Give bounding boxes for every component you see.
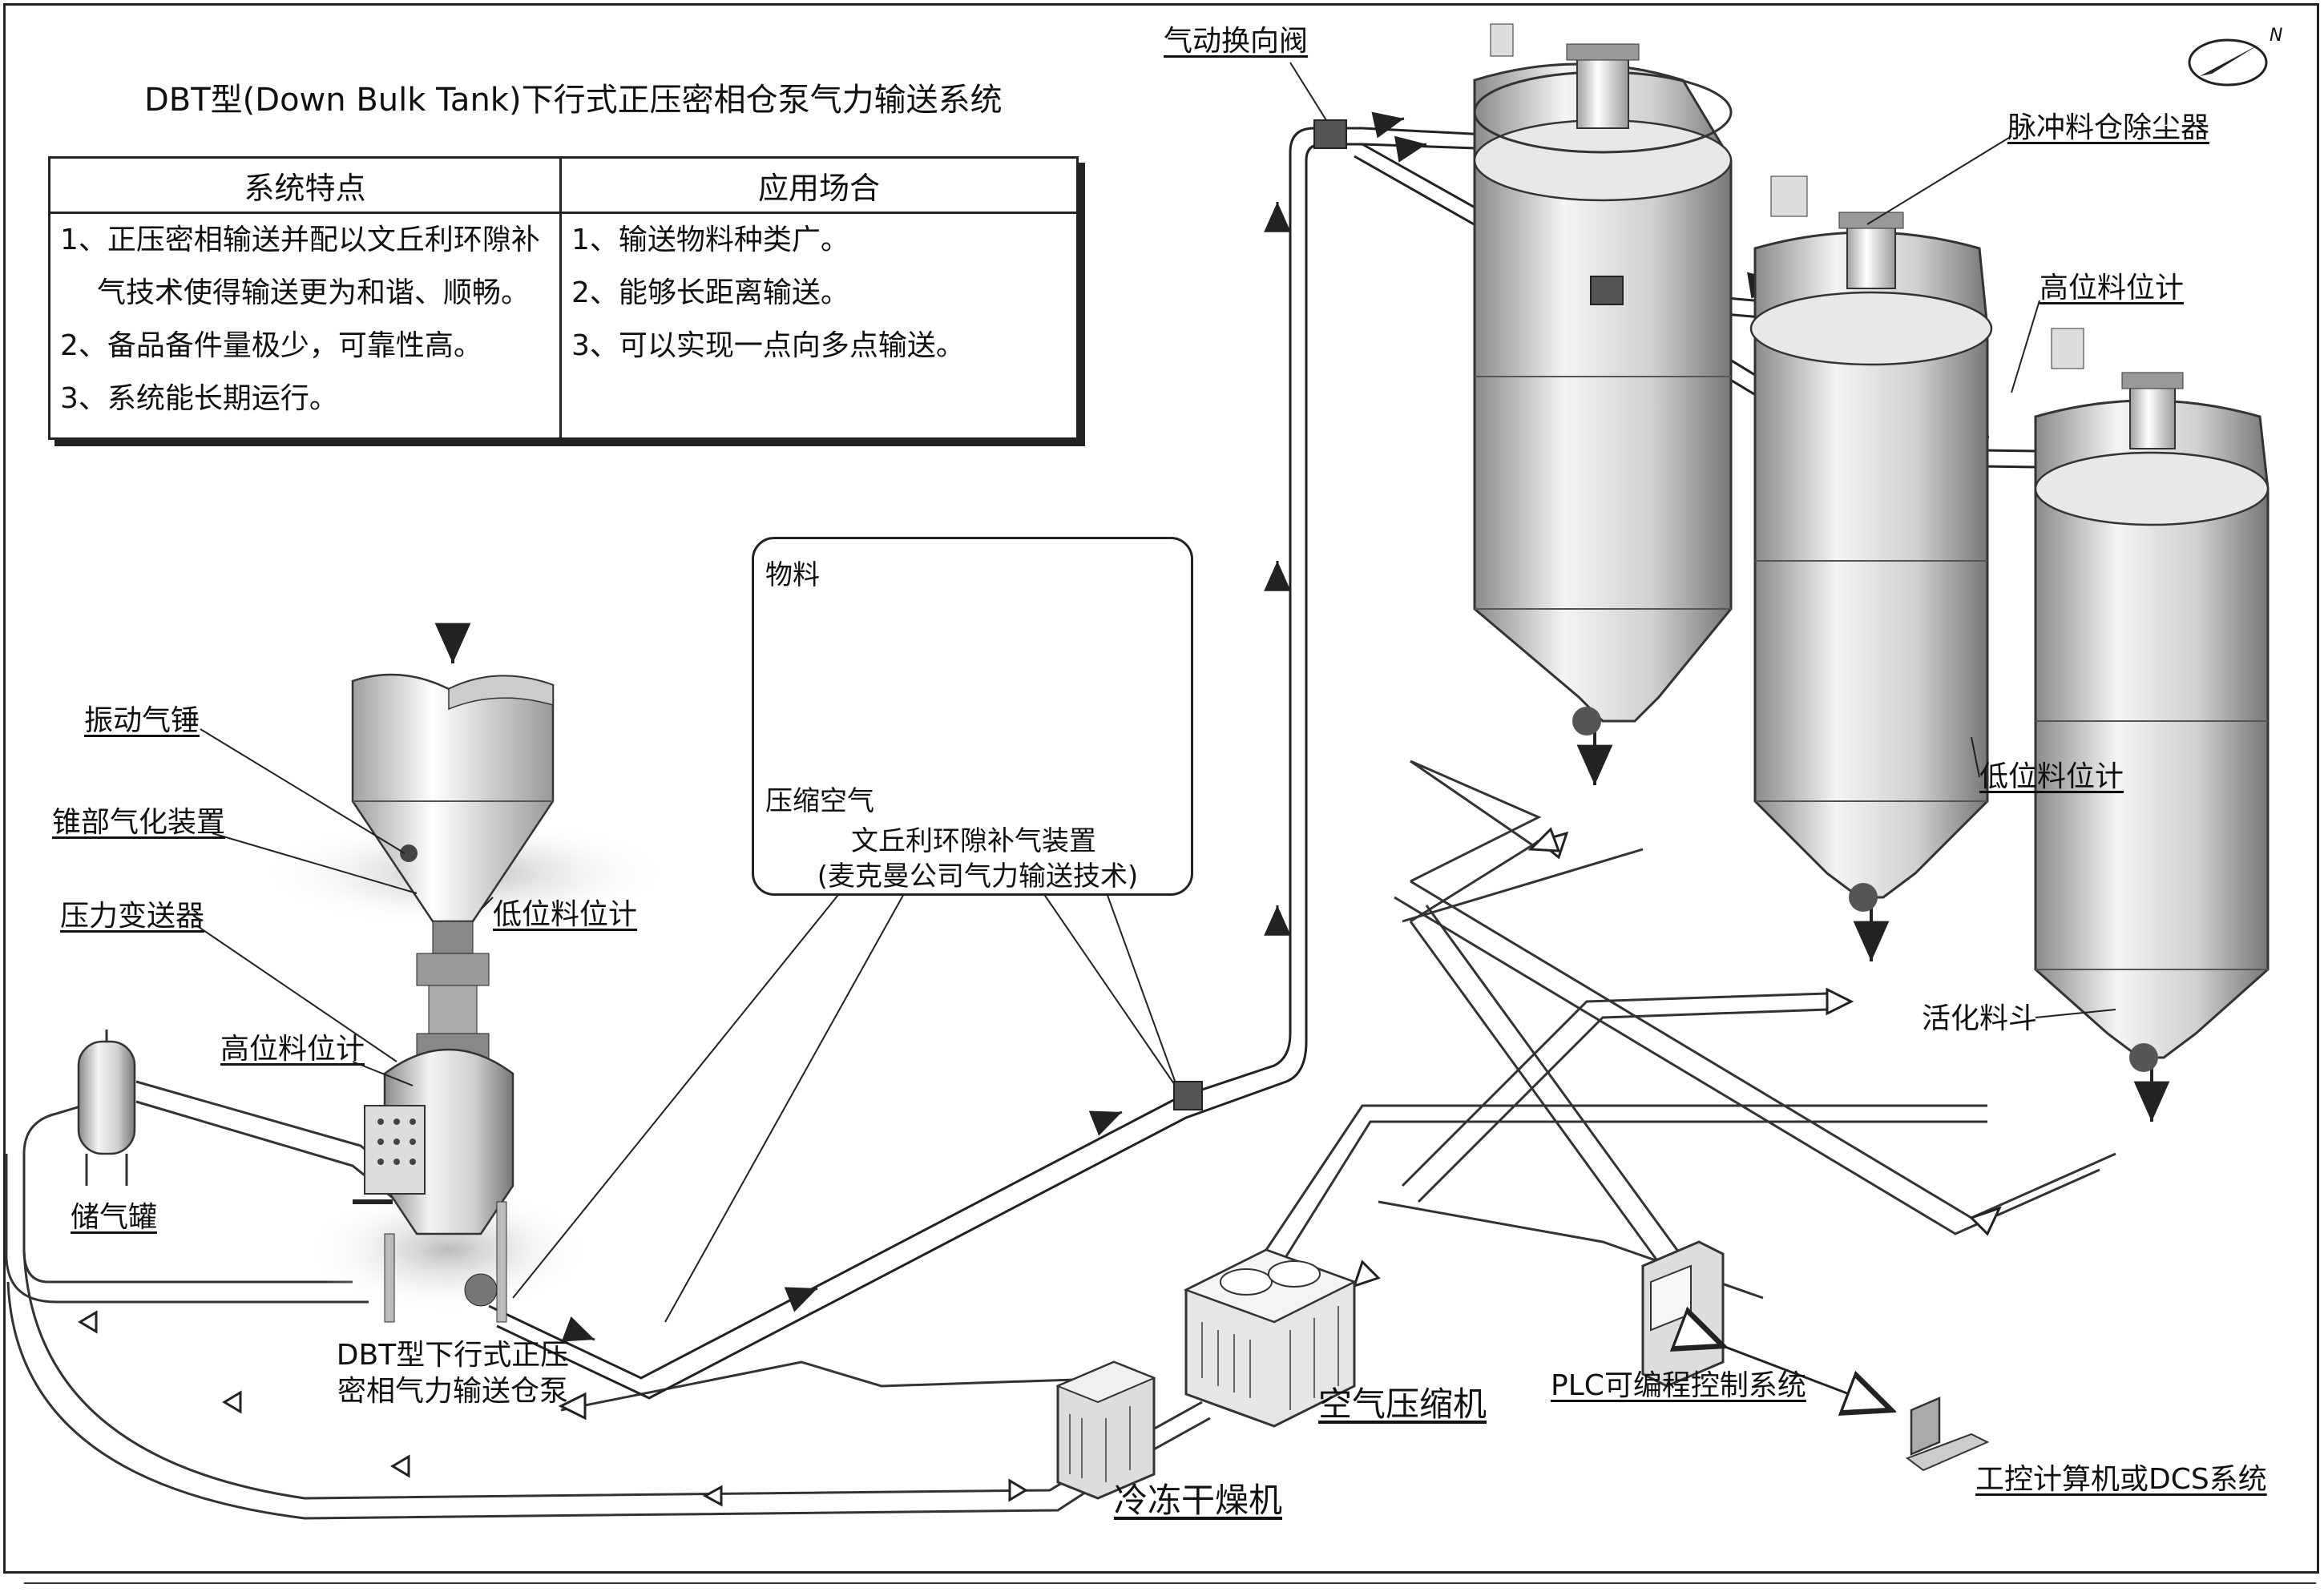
cone-aerator-label: 锥部气化装置 (52, 806, 226, 839)
plc-label: PLC可编程控制系统 (1551, 1369, 1806, 1402)
compressor-label: 空气压缩机 (1318, 1384, 1487, 1424)
diverter-valves (1173, 119, 1624, 1110)
silo-3 (2034, 328, 2270, 1122)
feature-item: 1、正压密相输送并配以文丘利环隙补 (60, 224, 540, 256)
applications-column: 应用场合 1、输送物料种类广。 2、能够长距离输送。 3、可以实现一点向多点输送… (562, 159, 1076, 437)
silo-2 (1749, 175, 1993, 961)
air-compressor (1183, 1248, 1358, 1428)
venturi-air-label: 压缩空气 (765, 785, 874, 817)
bottom-rule (24, 1582, 2316, 1584)
dcs-label: 工控计算机或DCS系统 (1975, 1463, 2267, 1496)
high-level-gauge-label: 高位料位计 (220, 1033, 365, 1066)
silo-high-level-label: 高位料位计 (2040, 272, 2185, 304)
leader-lines (196, 62, 2116, 1086)
silo-1 (1473, 23, 1733, 785)
dcs-computer (1905, 1396, 1990, 1472)
applications-header: 应用场合 (562, 159, 1076, 214)
feature-item: 3、系统能长期运行。 (60, 382, 338, 415)
drawing-frame (3, 3, 2319, 1574)
feature-item: 气技术使得输送更为和谐、顺畅。 (97, 276, 531, 309)
dust-collector-label: 脉冲料仓除尘器 (2007, 111, 2210, 144)
silo-low-level-label: 低位料位计 (1979, 760, 2124, 793)
venturi-detail-box (752, 537, 1193, 896)
diagram-title: DBT型(Down Bulk Tank)下行式正压密相仓泵气力输送系统 (144, 82, 1003, 119)
application-item: 2、能够长距离输送。 (571, 276, 849, 309)
application-item: 3、可以实现一点向多点输送。 (571, 329, 965, 362)
activation-hopper-label: 活化料斗 (1922, 1002, 2038, 1035)
feature-item: 2、备品备件量极少，可靠性高。 (60, 329, 482, 362)
venturi-caption-sub: (麦克曼公司气力输送技术) (817, 860, 1139, 893)
pump-vessel (305, 1048, 593, 1323)
north-arrow (2188, 38, 2268, 87)
refrigerated-dryer (1055, 1360, 1156, 1500)
feature-table: 系统特点 1、正压密相输送并配以文丘利环隙补 气技术使得输送更为和谐、顺畅。 2… (48, 156, 1079, 440)
diverter-valve-label: 气动换向阀 (1164, 25, 1309, 58)
pump-label: DBT型下行式正压 (336, 1339, 570, 1372)
air-tank-label: 储气罐 (71, 1201, 158, 1234)
pump-label-line2: 密相气力输送仓泵 (337, 1375, 568, 1408)
application-item: 1、输送物料种类广。 (571, 224, 849, 256)
dryer-label: 冷冻干燥机 (1114, 1481, 1283, 1520)
vibration-hammer-label: 振动气锤 (84, 704, 200, 737)
north-label: N (2270, 26, 2283, 46)
venturi-material-label: 物料 (765, 559, 820, 591)
features-header: 系统特点 (50, 159, 559, 214)
air-receiver (77, 1030, 136, 1186)
low-level-gauge-label: 低位料位计 (493, 898, 638, 931)
features-column: 系统特点 1、正压密相输送并配以文丘利环隙补 气技术使得输送更为和谐、顺畅。 2… (50, 159, 562, 437)
pressure-transmitter-label: 压力变送器 (60, 900, 205, 933)
feed-hopper (256, 623, 673, 1062)
venturi-caption: 文丘利环隙补气装置 (851, 825, 1096, 857)
plc-cabinet (1641, 1240, 1891, 1410)
